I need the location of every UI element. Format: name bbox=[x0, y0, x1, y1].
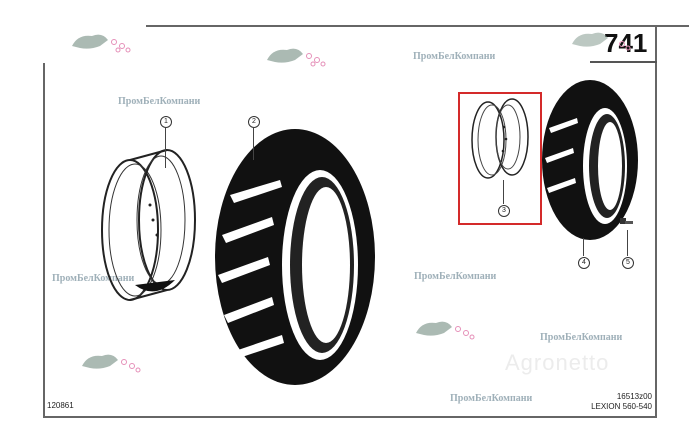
callout-leader bbox=[583, 238, 584, 256]
callout-leader bbox=[253, 128, 254, 160]
callout-1: 1 bbox=[160, 116, 172, 128]
watermark-text: ПромБелКомпани bbox=[413, 51, 496, 62]
callout-2: 2 bbox=[248, 116, 260, 128]
frame-right-border bbox=[655, 25, 657, 418]
callout-4: 4 bbox=[578, 257, 590, 269]
frame-bottom-border bbox=[43, 416, 657, 418]
callout-5: 5 bbox=[622, 257, 634, 269]
page-number: 741 bbox=[604, 28, 648, 58]
frame-left-border bbox=[43, 63, 45, 417]
watermark-text: ПромБелКомпани bbox=[540, 332, 623, 343]
callout-leader bbox=[627, 230, 628, 256]
watermark-text: ПромБелКомпани bbox=[450, 393, 533, 404]
watermark-agronetto: Agronetto bbox=[505, 350, 610, 375]
wheel-rim-small-drawing bbox=[471, 98, 529, 179]
frame-top-border bbox=[146, 25, 689, 27]
drawing-number: 120861 bbox=[47, 401, 74, 410]
watermark-logo-icon bbox=[267, 48, 326, 67]
wheel-bolt-drawing bbox=[620, 218, 633, 224]
watermark-logo-icon bbox=[572, 32, 631, 51]
watermark-text: ПромБелКомпани bbox=[52, 273, 135, 284]
watermark-logo-icon bbox=[82, 354, 141, 373]
watermark-text: ПромБелКомпани bbox=[118, 96, 201, 107]
page-number-rule bbox=[590, 61, 657, 63]
callout-leader bbox=[503, 180, 504, 204]
callout-leader bbox=[165, 128, 166, 168]
wheel-rim-large-drawing bbox=[101, 149, 196, 301]
highlight-box-rim bbox=[458, 92, 542, 225]
callout-3: 3 bbox=[498, 205, 510, 217]
tractor-tire-large-drawing bbox=[215, 129, 375, 385]
drawing-code: 16513z00 bbox=[616, 392, 652, 401]
tractor-tire-small-drawing bbox=[542, 80, 638, 240]
watermark-text: ПромБелКомпани bbox=[414, 271, 497, 282]
watermark-logo-icon bbox=[72, 34, 131, 53]
model-label: LEXION 560-540 bbox=[591, 402, 652, 411]
watermark-logo-icon bbox=[416, 321, 475, 340]
